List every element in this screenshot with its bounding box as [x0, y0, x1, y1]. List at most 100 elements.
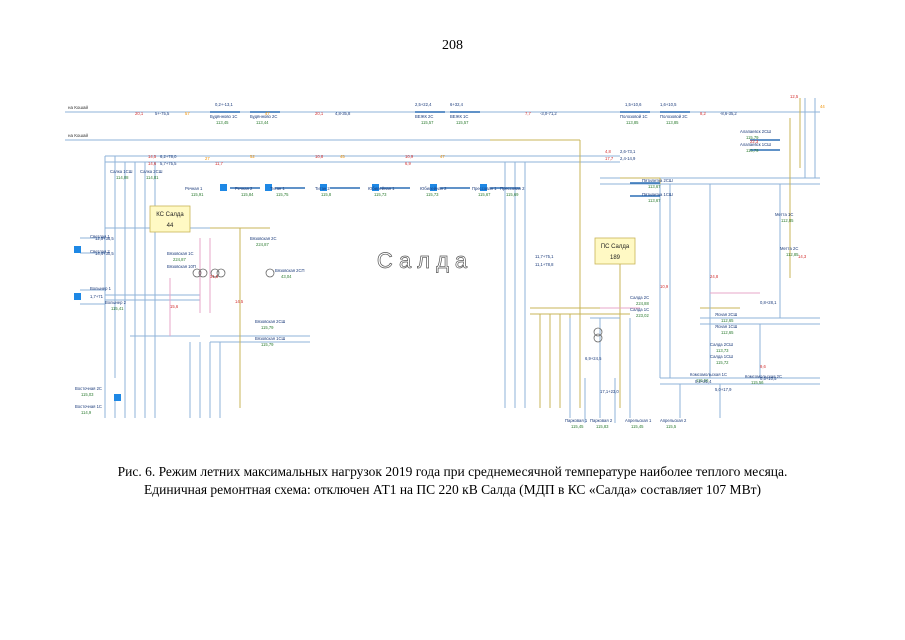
flow-value-red: 22,3 [750, 139, 759, 144]
substation-name: Комсомольская 2С [745, 374, 782, 379]
ps-salda-value: 189 [610, 255, 621, 261]
substation-buses [210, 111, 780, 197]
flow-value-blue: 17,1+23,0 [600, 389, 619, 394]
substation-voltage: 115,79 [746, 148, 759, 153]
substation-name: ВЕЖК 2С [415, 114, 433, 119]
substation-voltage: 112,65 [721, 330, 734, 335]
flow-value-orange: 27 [205, 156, 210, 161]
flow-value-orange: 47 [440, 154, 445, 159]
substation-name: Салка 1СШ [110, 169, 133, 174]
substation-name: Алапаевск 2СШ [740, 129, 771, 134]
salda-center-label: Салда [377, 248, 473, 273]
substation-name: Речная 2 [235, 186, 253, 191]
flow-value-blue: 4,8-35,8 [335, 111, 351, 116]
substation-name: Полозовой 1С [620, 114, 648, 119]
flow-value-blue: 0,8+28,1 [760, 300, 777, 305]
flow-value-blue: 5,7+75,5 [160, 161, 177, 166]
flow-value-red: 14,5 [148, 154, 157, 159]
flow-value-blue: 2,4-14,9 [620, 156, 636, 161]
substation-voltage: 115,56 [696, 378, 709, 383]
substation-voltage: 115,45 [631, 424, 644, 429]
flow-value-orange: 44 [820, 104, 825, 109]
substation-voltage: 113,44 [256, 120, 269, 125]
switch-squares [74, 184, 487, 401]
substation-name: Парковая 1 [565, 418, 588, 423]
page-number: 208 [442, 38, 463, 53]
flow-value-blue: 5+-75,5 [155, 111, 170, 116]
substation-name: Вязовская 1СШ [255, 336, 286, 341]
substation-name: Юбилейная 1 [368, 186, 395, 191]
flow-value-red: 14,5 [235, 299, 244, 304]
flow-value-orange: 47 [265, 111, 270, 116]
substation-voltage: 115,79 [746, 135, 759, 140]
flow-value-red: 9,6 [760, 364, 766, 369]
substation-voltage: 224,88 [636, 301, 649, 306]
feeder-lines [80, 98, 816, 423]
substation-name: Салда 2СШ [710, 342, 733, 347]
flow-value-blue: 1,6+10,5 [660, 102, 677, 107]
flow-value-blue: -3,0-71,2 [540, 111, 557, 116]
substation-name: Вязовская 2С [250, 236, 277, 241]
ks-salda-value: 44 [167, 223, 174, 229]
substation-voltage: 115,41 [111, 306, 124, 311]
flow-value-red: 15,6 [170, 304, 179, 309]
flow-value-blue: 0,5+10,5 [760, 376, 777, 381]
substation-voltage: 115,91 [191, 192, 204, 197]
substation-voltage: 113,85 [666, 120, 679, 125]
link-label-koshai-2: на Кошай [68, 132, 88, 138]
ps-salda-title: ПС Салда [601, 244, 630, 250]
substation-voltage: 223,02 [636, 313, 649, 318]
flow-value-red: 17,7 [605, 156, 614, 161]
substation-name: Вязовская 10П [167, 264, 196, 269]
flow-value-blue: 1,7+71 [90, 294, 104, 299]
power-grid-diagram: КС Салда 44 ПС Салда 189 Салда на Кошай … [60, 78, 860, 460]
flow-value-red: 14,3 [798, 254, 807, 259]
substation-name: Будённово 2С [250, 114, 277, 119]
flow-value-red: 10,9 [660, 284, 669, 289]
substation-name: Метта 2С [780, 246, 798, 251]
flow-value-red: 14,6 [148, 161, 157, 166]
substation-name: Комсомольская 1С [690, 372, 727, 377]
ps-salda-box: ПС Салда 189 [594, 237, 636, 265]
substation-voltage: 113,67 [648, 184, 661, 189]
substation-voltage: 114,08 [116, 175, 129, 180]
substation-name: Светлая 2 [90, 249, 110, 254]
substation-voltage: 115,79 [261, 342, 274, 347]
substation-voltage: 115,84 [241, 192, 254, 197]
substation-voltage: 115,8 [321, 192, 332, 197]
substation-voltage: 114,9 [81, 410, 92, 415]
substation-name: Салда 1СШ [710, 354, 733, 359]
substation-voltage: 224,87 [173, 257, 186, 262]
substation-name: Ясная 1СШ [715, 324, 738, 329]
flow-value-blue: 11,7+75,1 [535, 254, 554, 259]
substation-name: Волынер 1 [90, 286, 112, 291]
substation-name: Титан 1 [270, 186, 285, 191]
substation-voltage: 115,72 [716, 360, 729, 365]
substation-voltage: 115,67 [478, 192, 491, 197]
substation-name: Восточная 1С [75, 404, 102, 409]
transformer-symbols [192, 268, 603, 343]
substation-voltage: 224,87 [256, 242, 269, 247]
flow-value-red: 4,8 [605, 149, 611, 154]
substation-name: Прессовая 2 [500, 186, 525, 191]
substation-name: Пятилетка 2СШ [642, 178, 673, 183]
substation-name: Салка 2СШ [140, 169, 163, 174]
substation-name: Метта 1С [775, 212, 793, 217]
substation-name: Апрельская 2 [660, 418, 687, 423]
substation-name: Апрельская 1 [625, 418, 652, 423]
substation-name: Юбилейная 2 [420, 186, 447, 191]
substation-name: Полозовой 2С [660, 114, 688, 119]
substation-name: Вязовская 2СШ [255, 319, 286, 324]
substation-name: Вязовская 1С [167, 251, 194, 256]
substation-voltage: 115,69 [506, 192, 519, 197]
flow-value-blue: 5,0+17,9 [715, 387, 732, 392]
substation-name: Волынер 2 [105, 300, 127, 305]
flow-value-red: 8,2 [700, 111, 706, 116]
flow-value-blue: 1,5+10,6 [625, 102, 642, 107]
substation-voltage: 43,04 [281, 274, 292, 279]
substation-voltage: 115,5 [666, 424, 677, 429]
